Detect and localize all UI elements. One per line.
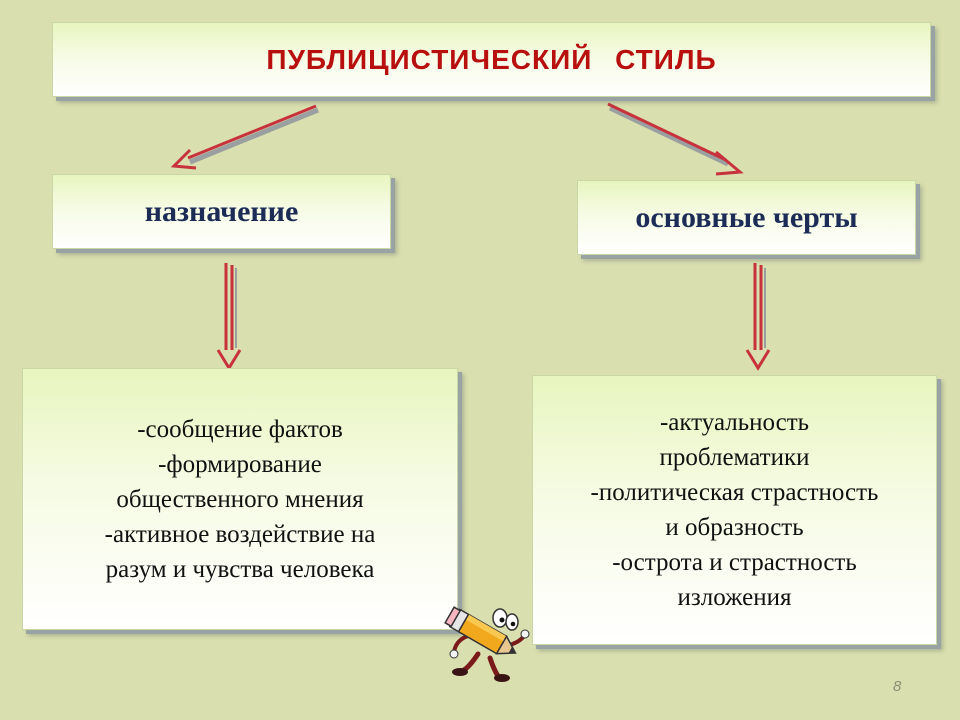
diagram-title: ПУБЛИЦИСТИЧЕСКИЙ СТИЛЬ (266, 43, 717, 75)
purpose-list-item: разум и чувства человека (105, 555, 375, 583)
purpose-list-box: -сообщение фактов -формирование обществе… (22, 368, 458, 630)
features-list-item: и образность (665, 514, 804, 541)
purpose-heading: назначение (144, 194, 299, 228)
arrow-title-to-purpose (170, 104, 319, 170)
features-heading-box: основные черты (577, 180, 916, 255)
title-box: ПУБЛИЦИСТИЧЕСКИЙ СТИЛЬ (52, 22, 931, 97)
arrow-title-to-features (607, 102, 744, 176)
features-list-item: проблематики (659, 444, 810, 471)
slide-number: 8 (893, 678, 902, 695)
purpose-list-item: -сообщение фактов (137, 415, 343, 443)
features-list-item: -актуальность (659, 409, 810, 436)
pencil-character-icon (444, 606, 530, 682)
purpose-heading-box: назначение (52, 174, 391, 249)
purpose-list-item: -активное воздействие на (104, 520, 376, 548)
features-list-item: -острота и страстность (612, 549, 857, 576)
arrow-purpose-to-list (216, 263, 242, 371)
features-list-box: -актуальность проблематики -политическая… (532, 375, 937, 645)
features-list-item: изложения (677, 584, 792, 611)
features-list-item: -политическая страстность (590, 479, 879, 506)
purpose-list-item: -формирование (158, 450, 322, 478)
arrow-features-to-list (745, 263, 771, 371)
features-heading: основные черты (635, 200, 858, 234)
purpose-list-item: общественного мнения (116, 485, 364, 513)
